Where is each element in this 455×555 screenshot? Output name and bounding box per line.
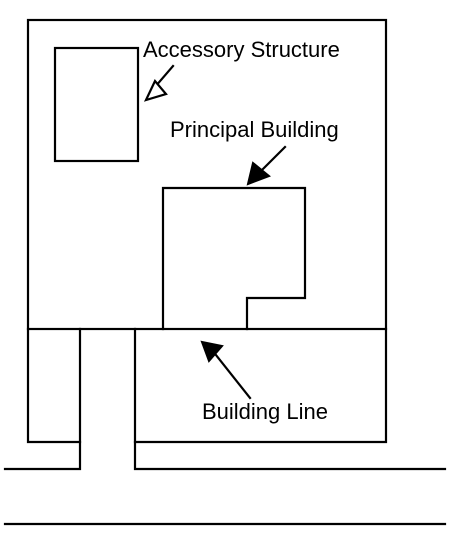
driveway-left-edge <box>3 440 82 471</box>
principal-arrow-shaft <box>260 145 287 172</box>
driveway-right-edge <box>133 440 447 471</box>
principal-arrow-head <box>246 161 271 186</box>
accessory-structure-outline <box>53 46 140 163</box>
lot-boundary <box>26 18 388 331</box>
accessory-arrow-head <box>143 78 168 102</box>
building-line-zone <box>133 327 388 444</box>
accessory-structure-label: Accessory Structure <box>143 37 340 62</box>
left-front-strip <box>26 327 82 444</box>
principal-building-outline <box>161 186 307 331</box>
building-line-arrow-shaft <box>214 353 252 400</box>
building-line-arrow-head <box>200 340 224 363</box>
building-line-label: Building Line <box>202 399 328 424</box>
principal-building-label: Principal Building <box>170 117 339 142</box>
